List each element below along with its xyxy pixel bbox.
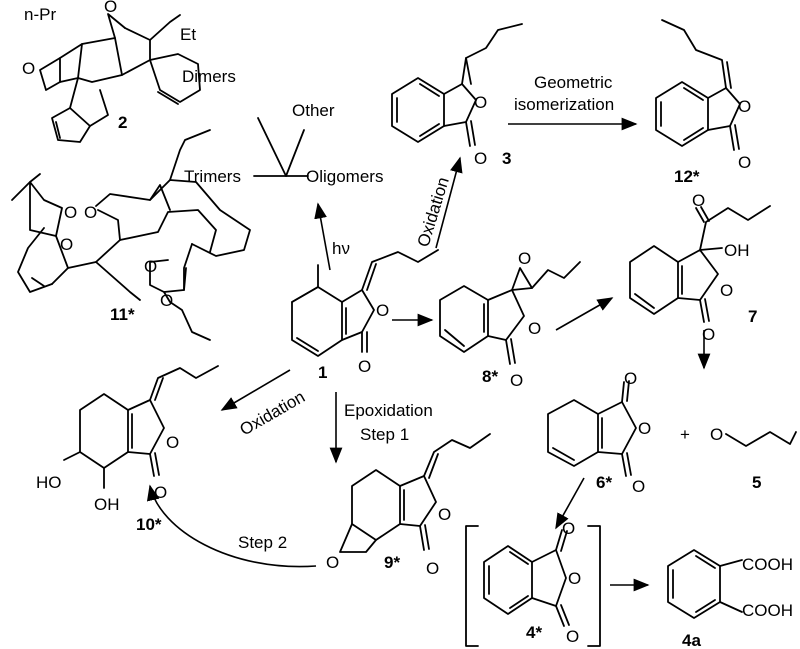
compound-8-ring-oxygen: O xyxy=(528,319,541,338)
compound-1-label: 1 xyxy=(318,363,327,382)
epoxidation-text: Epoxidation xyxy=(344,401,433,420)
compound-5-structure xyxy=(725,431,797,447)
compound-9-ring-oxygen: O xyxy=(438,505,451,524)
compound-12-ring-oxygen: O xyxy=(738,97,751,116)
step2-text: Step 2 xyxy=(238,533,287,552)
compound-4a-structure xyxy=(667,549,743,619)
hv-arrow xyxy=(314,202,331,271)
compound-6-structure xyxy=(547,380,637,477)
compound-7-hydroxyl: OH xyxy=(724,241,750,260)
plus-sign: + xyxy=(680,425,690,444)
compound-9-carbonyl-oxygen: O xyxy=(426,559,439,578)
compound-4-oxygen-top: O xyxy=(562,519,575,538)
other-line xyxy=(285,129,305,177)
compound-2-npr: n-Pr xyxy=(24,5,56,24)
compound-8-structure xyxy=(439,261,581,365)
dimers-line xyxy=(257,117,287,177)
compound-2-structure xyxy=(39,13,201,143)
oxidation-up-arrow xyxy=(435,156,463,249)
compound-11-structure xyxy=(11,129,251,341)
compound-4-oxygen-bottom: O xyxy=(566,627,579,646)
compound-6-ring-oxygen: O xyxy=(638,419,651,438)
compound-4-ring-oxygen: O xyxy=(568,569,581,588)
compound-7-ketone-oxygen: O xyxy=(692,191,705,210)
compound-8-carbonyl-oxygen: O xyxy=(510,371,523,390)
compound-7-carbonyl-oxygen: O xyxy=(702,325,715,344)
step1-text: Step 1 xyxy=(360,425,409,444)
compound-11-oxygen-3: O xyxy=(84,203,97,222)
hv-text: hν xyxy=(332,239,350,258)
compound-2-oxygen: O xyxy=(22,59,35,78)
arrow-6-to-4 xyxy=(555,477,585,530)
oxidation-up-text: Oxidation xyxy=(414,175,453,249)
compound-11-oxygen-1: O xyxy=(60,235,73,254)
compound-2-et: Et xyxy=(180,25,196,44)
compound-9-structure xyxy=(339,433,491,553)
arrow-8-to-7 xyxy=(555,297,614,331)
dimers-text: Dimers xyxy=(182,67,236,86)
compound-12-label: 12* xyxy=(674,167,700,186)
compound-1-structure xyxy=(291,249,439,357)
bracket-right xyxy=(587,525,601,647)
compound-3-structure xyxy=(391,23,523,147)
compound-11-oxygen-2: O xyxy=(64,203,77,222)
compound-10-carbonyl-oxygen: O xyxy=(154,483,167,502)
other-text: Other xyxy=(292,101,335,120)
step2-arrow xyxy=(146,484,317,568)
compound-8-epoxide-oxygen: O xyxy=(518,249,531,268)
compound-12-structure xyxy=(655,19,741,151)
compound-6-label: 6* xyxy=(596,473,612,492)
compound-5-oxygen: O xyxy=(710,425,723,444)
compound-3-carbonyl-oxygen: O xyxy=(474,149,487,168)
trimers-text: Trimers xyxy=(184,167,241,186)
oligomers-text: Oligomers xyxy=(306,167,383,186)
compound-4-structure xyxy=(483,529,570,627)
compound-4-label: 4* xyxy=(526,623,542,642)
compound-11-label: 11* xyxy=(110,305,135,324)
compound-2-label: 2 xyxy=(118,113,127,132)
compound-10-ho: HO xyxy=(36,473,62,492)
compound-6-oxygen-bottom: O xyxy=(632,477,645,496)
compound-4a-label: 4a xyxy=(682,631,701,649)
oxidation-left-arrow xyxy=(220,369,291,411)
compound-11-oxygen-4: O xyxy=(144,257,157,276)
bracket-left xyxy=(465,525,479,647)
compound-7-structure xyxy=(629,205,771,323)
compound-4a-cooh-top: COOH xyxy=(742,555,793,574)
compound-4a-cooh-bottom: COOH xyxy=(742,601,793,620)
isomerization-text: isomerization xyxy=(514,95,614,114)
compound-8-label: 8* xyxy=(482,367,498,386)
compound-1-ring-oxygen: O xyxy=(376,301,389,320)
compound-12-carbonyl-oxygen: O xyxy=(738,153,751,172)
compound-11-oxygen-5: O xyxy=(160,291,173,310)
compound-7-ring-oxygen: O xyxy=(720,281,733,300)
compound-9-epoxide-oxygen: O xyxy=(326,553,339,572)
compound-7-label: 7 xyxy=(748,307,757,326)
compound-6-oxygen-top: O xyxy=(624,369,637,388)
compound-3-ring-oxygen: O xyxy=(474,93,487,112)
compound-2-oxygen-2: O xyxy=(104,0,117,16)
compound-10-oh: OH xyxy=(94,495,120,514)
geometric-text: Geometric xyxy=(534,73,613,92)
compound-10-structure xyxy=(63,365,219,489)
compound-10-label: 10* xyxy=(136,515,162,534)
compound-5-label: 5 xyxy=(752,473,761,492)
compound-3-label: 3 xyxy=(502,149,511,168)
compound-9-label: 9* xyxy=(384,553,400,572)
compound-10-ring-oxygen: O xyxy=(166,433,179,452)
compound-1-carbonyl-oxygen: O xyxy=(358,357,371,376)
